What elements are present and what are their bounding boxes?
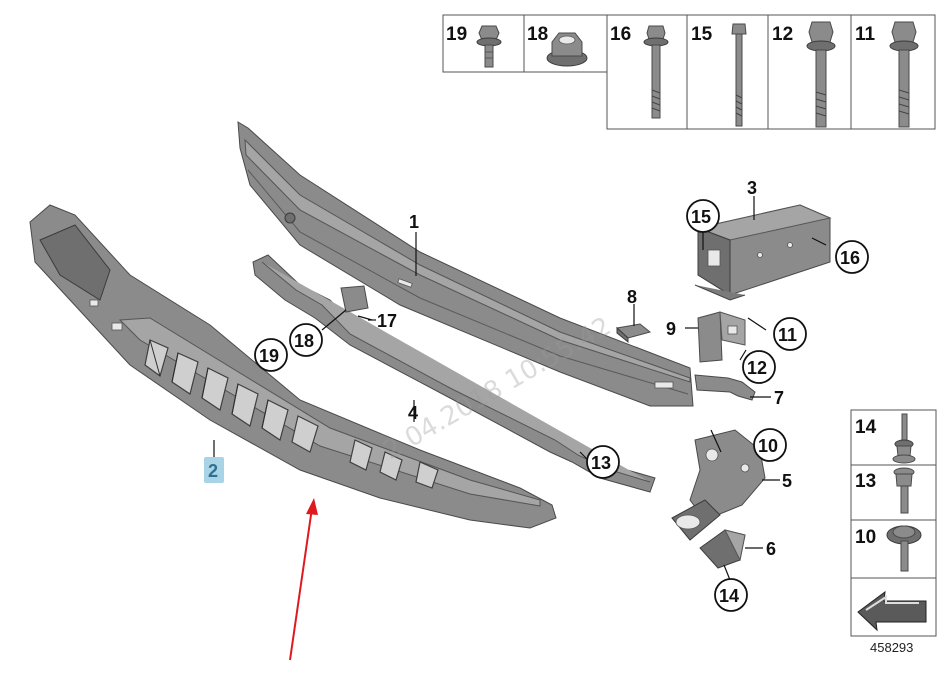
bolt-16-icon: [643, 25, 669, 119]
bolt-12-icon: [806, 21, 836, 128]
bumper-carrier-part-1: [237, 121, 694, 407]
side-label-14: 14: [855, 417, 877, 438]
screw-13-icon: [893, 467, 915, 514]
pad-part-6: [699, 529, 746, 569]
callout-2: 2: [208, 461, 218, 481]
callout-10: 10: [758, 436, 778, 456]
callout-2-highlight: [204, 457, 224, 483]
callout-19-circle: 19: [254, 338, 288, 372]
side-label-13: 13: [855, 471, 876, 492]
reference-number: 458293: [870, 640, 913, 655]
callout-8: 8: [627, 287, 637, 307]
callout-16: 16: [840, 248, 860, 268]
screw-14-icon: [892, 413, 916, 464]
callout-18-circle: 18: [289, 323, 323, 357]
hook-part-7: [694, 374, 756, 401]
side-hardware-table: 14 13 10 458293: [850, 409, 937, 655]
hardware-label-18: 18: [527, 24, 548, 45]
hardware-table-large: [606, 14, 936, 130]
callout-11: 11: [778, 325, 797, 345]
energy-absorber-part-2: [29, 204, 557, 529]
bracket-part-3: [694, 204, 832, 301]
callout-7: 7: [774, 388, 784, 408]
hardware-label-16: 16: [610, 24, 631, 45]
callout-4: 4: [408, 403, 418, 423]
screw-10-icon: [886, 525, 922, 572]
absorber-lattice: [144, 339, 439, 489]
callout-9: 9: [666, 319, 676, 339]
callout-13-circle: 13: [586, 445, 620, 479]
bolt-11-icon: [889, 21, 919, 128]
hardware-label-12: 12: [772, 24, 793, 45]
callout-1: 1: [409, 212, 419, 232]
callout-12: 12: [747, 358, 767, 378]
callout-12-circle: 12: [742, 350, 776, 384]
callout-14-circle: 14: [714, 578, 748, 612]
direction-arrow-icon: [857, 590, 927, 632]
callout-13: 13: [591, 453, 611, 473]
bolt-15-icon: [731, 23, 747, 127]
crash-box-part-5: [671, 429, 766, 541]
bracket-part-9: [697, 311, 746, 363]
hardware-label-11: 11: [855, 24, 876, 45]
callout-15: 15: [691, 207, 711, 227]
callout-10-circle: 10: [753, 428, 787, 462]
callout-14: 14: [719, 586, 739, 606]
hardware-label-19: 19: [446, 24, 467, 45]
callout-18: 18: [294, 331, 314, 351]
hardware-label-15: 15: [691, 24, 713, 45]
nut-18-icon: [546, 32, 588, 67]
callout-16-circle: 16: [835, 240, 869, 274]
callout-6: 6: [766, 539, 776, 559]
bolt-19-icon: [476, 25, 502, 68]
clip-part-8: [615, 323, 652, 344]
callout-15-circle: 15: [686, 199, 720, 233]
callout-5: 5: [782, 471, 792, 491]
callout-3: 3: [747, 178, 757, 198]
callout-19: 19: [259, 346, 279, 366]
red-arrow-annotation: [289, 498, 318, 661]
hardware-table: 19 18 16 15 12 11: [442, 14, 936, 130]
side-label-10: 10: [855, 527, 876, 548]
callout-17: 17: [377, 311, 397, 331]
callouts: 1 2 3 4 5 6 7 8 9 17 10 11 12 13 14: [204, 178, 869, 612]
leader-lines: [213, 196, 827, 581]
callout-11-circle: 11: [773, 317, 807, 351]
